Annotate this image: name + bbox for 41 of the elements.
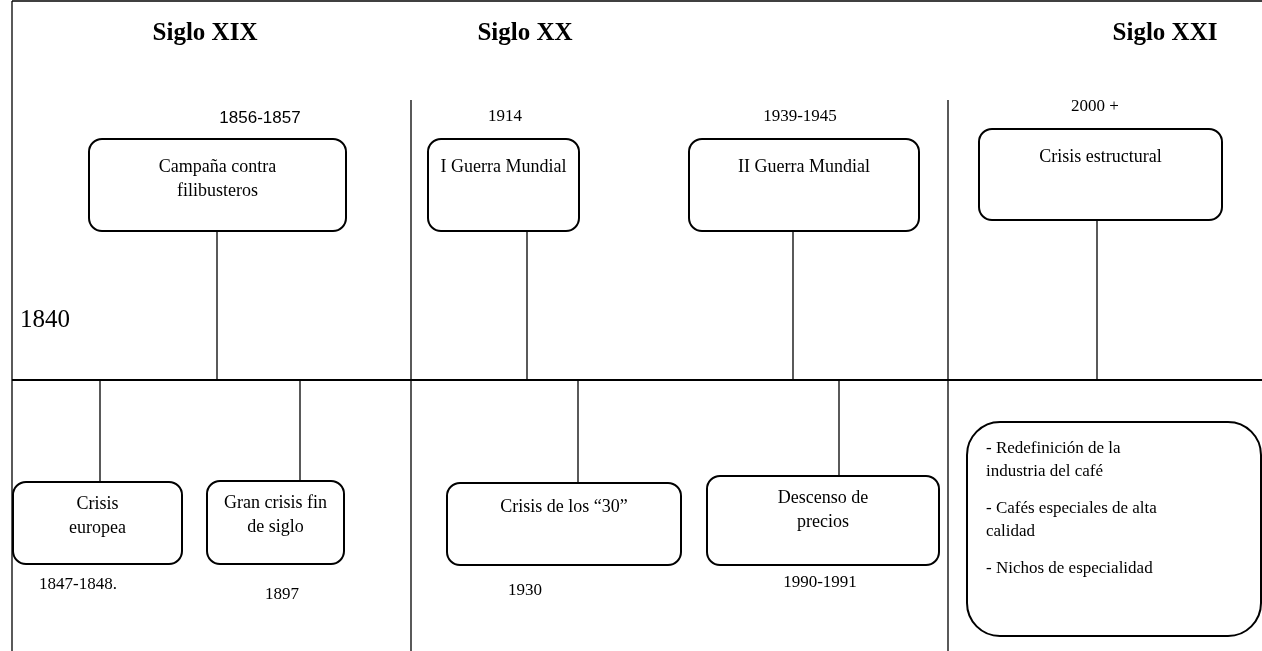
event-box: [88, 138, 347, 232]
event-box: [966, 421, 1262, 637]
event-text: Gran crisis fin de siglo: [223, 491, 328, 539]
event-text: Crisis estructural: [1038, 145, 1163, 168]
event-text: Crisis de los “30”: [499, 495, 629, 518]
connector-line: [526, 231, 528, 380]
year-label: 1840: [20, 305, 70, 333]
connector-line: [99, 380, 101, 482]
connector-line: [1096, 220, 1098, 380]
connector-line: [299, 380, 301, 481]
event-box: [427, 138, 580, 232]
connector-line: [838, 380, 840, 476]
event-box: [706, 475, 940, 566]
century-heading: Siglo XX: [476, 18, 574, 46]
event-text: Crisis europea: [68, 492, 127, 540]
event-box: [206, 480, 345, 565]
event-text: - Cafés especiales de alta calidad: [986, 496, 1158, 542]
event-text: I Guerra Mundial: [439, 155, 568, 178]
event-box: [12, 481, 183, 565]
connector-line: [577, 380, 579, 483]
event-text: - Nichos de especialidad: [986, 556, 1153, 579]
date-label: 1990-1991: [782, 572, 858, 592]
event-text: II Guerra Mundial: [737, 155, 871, 178]
event-text: Descenso de precios: [776, 486, 870, 534]
century-heading: Siglo XIX: [151, 18, 259, 46]
date-label: 1914: [487, 106, 523, 126]
date-label: 1847-1848.: [38, 574, 118, 594]
date-label: 1939-1945: [762, 106, 838, 126]
date-label: 1856-1857: [218, 108, 302, 128]
connector-line: [216, 231, 218, 380]
event-box: [446, 482, 682, 566]
date-label: 2000 +: [1070, 96, 1120, 116]
event-text: - Redefinición de la industria del café: [986, 437, 1122, 482]
event-text: Campaña contra filibusteros: [157, 155, 278, 203]
event-box: [978, 128, 1223, 221]
event-box: [688, 138, 920, 232]
connector-line: [792, 231, 794, 380]
timeline-line: [12, 379, 1262, 381]
century-heading: Siglo XXI: [1111, 18, 1219, 46]
date-label: 1930: [507, 580, 543, 600]
date-label: 1897: [264, 584, 300, 604]
